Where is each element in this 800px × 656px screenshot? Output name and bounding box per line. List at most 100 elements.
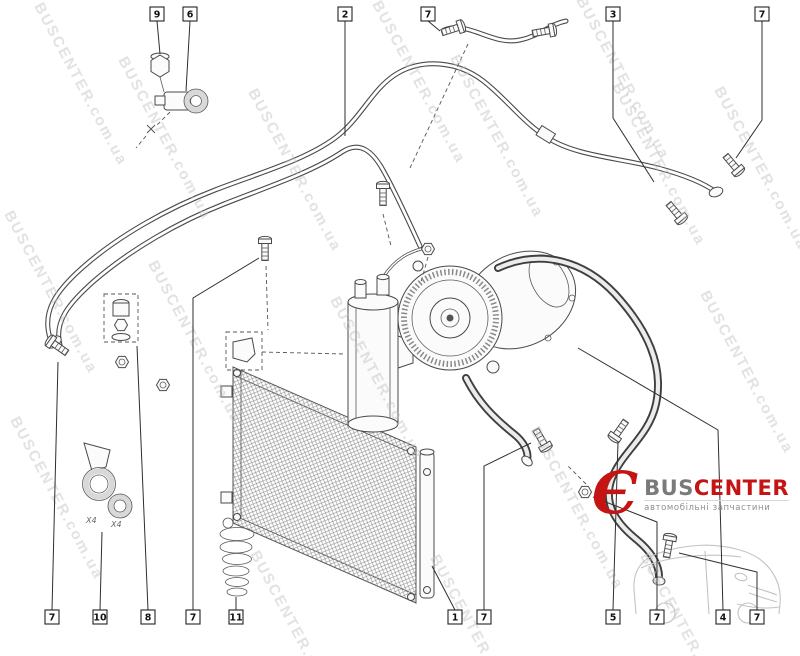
callout-number: 6 <box>187 10 194 21</box>
callout-leader <box>483 442 532 610</box>
clip-dash-lead-1 <box>155 111 171 127</box>
callout-number: 7 <box>49 613 56 624</box>
spring-coil-5 <box>225 577 249 587</box>
clip-kit-nut <box>113 318 129 332</box>
callout-box-8 <box>140 609 156 625</box>
drier-port-1-cap <box>354 279 367 285</box>
watermark-text: BUSCENTER.com.ua <box>0 208 100 377</box>
bolt-icon <box>662 532 678 559</box>
callout-leader <box>431 565 456 611</box>
compressor-hub-ring <box>440 308 460 328</box>
bolt-icon <box>665 200 689 226</box>
watermark-text: BUSCENTER.com.ua <box>446 52 546 221</box>
clip-dash-lead-2 <box>135 135 147 149</box>
mount-nut <box>150 54 170 78</box>
condenser-mount-1 <box>233 369 241 377</box>
watermark-text: BUSCENTER.com.ua <box>244 86 344 255</box>
clip-kit-sleeve <box>112 302 130 317</box>
callout-number: 7 <box>759 10 766 21</box>
compressor-lug-2 <box>412 260 424 272</box>
callout-box-11 <box>228 609 244 625</box>
watermark-text: BUSCENTER.com.ua <box>426 552 526 656</box>
buscenter-logo: Є BUSCENTER автомобільні запчастини <box>592 462 790 524</box>
callout-leader <box>678 552 758 610</box>
callout-number: 1 <box>452 613 459 624</box>
grommet-flag <box>83 442 111 472</box>
spring-hook <box>222 517 234 529</box>
nut-icon <box>155 378 171 392</box>
condenser-frame-top <box>232 374 417 456</box>
condenser-bracket-1 <box>220 385 233 398</box>
fastener-layer <box>44 19 746 559</box>
watermark-text: BUSCENTER.com.ua <box>710 84 800 253</box>
callout-number: 7 <box>754 613 761 624</box>
logo-wordmark: BUSCENTER <box>644 477 789 499</box>
watermark-text: BUSCENTER.com.ua <box>696 288 796 457</box>
dash-lead-bolt-left <box>265 265 269 331</box>
callout-box-9 <box>149 6 165 22</box>
dash-lead-nut-mid <box>420 256 429 283</box>
spring-coil-4 <box>222 565 250 577</box>
condenser-frame-bottom <box>232 514 417 596</box>
callout-box-7 <box>754 6 770 22</box>
clip-kit-washer-bottom <box>111 333 131 341</box>
spring-coil-3 <box>222 553 252 565</box>
clip-grommet-ring <box>184 89 208 113</box>
logo-text-bus: BUS <box>644 476 694 500</box>
callout-number: 5 <box>610 613 617 624</box>
grommet-large-ring <box>83 468 115 500</box>
spring-coil-1 <box>219 527 255 541</box>
compressor-bolt-dot-2 <box>568 294 576 302</box>
ac-pipe-upper-inner <box>46 62 718 340</box>
callout-number: 3 <box>610 10 617 21</box>
compressor-lug-1 <box>486 360 500 374</box>
ac-pipe-lower-inner <box>57 145 422 347</box>
drier-port-2-cap <box>376 273 390 281</box>
callout-leader <box>612 21 655 183</box>
dash-lead-bolt-mid <box>382 213 392 247</box>
nut-icon <box>114 355 130 369</box>
watermark-text: BUSCENTER.com.ua <box>608 80 708 249</box>
callout-box-7 <box>185 609 201 625</box>
callout-box-10 <box>92 609 108 625</box>
watermark-text: BUSCENTER.com.ua <box>6 414 106 583</box>
callout-box-4 <box>715 609 731 625</box>
pipe-junction-block <box>535 124 557 145</box>
pipe-clip-tab <box>154 95 166 106</box>
van-door-line <box>704 550 710 615</box>
bolt-icon <box>376 180 390 206</box>
van-body-outline <box>633 544 781 615</box>
clip-grommet-inner <box>190 95 202 107</box>
spring-coil-6 <box>226 587 248 597</box>
condenser-tank-cap <box>419 448 435 456</box>
nut-icon <box>420 242 436 256</box>
compressor-pulley-groove <box>411 279 489 357</box>
watermark-text: BUSCENTER.com.ua <box>114 54 214 223</box>
callout-box-1 <box>447 609 463 625</box>
drier-bracket-box <box>225 331 263 371</box>
callout-number: 10 <box>93 613 107 624</box>
spring-coil-2 <box>219 540 253 554</box>
grommet-small-outer <box>107 493 133 519</box>
qty-label-2: X4 <box>110 520 122 529</box>
callout-number: 4 <box>720 613 727 624</box>
van-windshield-pillar <box>648 565 658 586</box>
van-bumper <box>736 603 780 609</box>
bolt-icon <box>258 235 272 261</box>
condenser-tank-fitting-top <box>423 468 431 476</box>
callout-leader <box>592 496 658 610</box>
clip-grommet-outer <box>183 88 209 114</box>
van-grille <box>747 584 778 603</box>
callout-number: 7 <box>190 613 197 624</box>
callout-leader-lines <box>51 20 763 611</box>
pipe-end-fitting-right <box>708 186 724 198</box>
grommet-small-inner <box>113 499 127 513</box>
dash-lead-top-pipe <box>409 43 469 169</box>
callout-box-5 <box>605 609 621 625</box>
nut-stud <box>159 76 165 93</box>
qty-label-1: X4 <box>85 516 97 525</box>
clip-kit-box <box>103 293 139 343</box>
callout-box-7 <box>749 609 765 625</box>
